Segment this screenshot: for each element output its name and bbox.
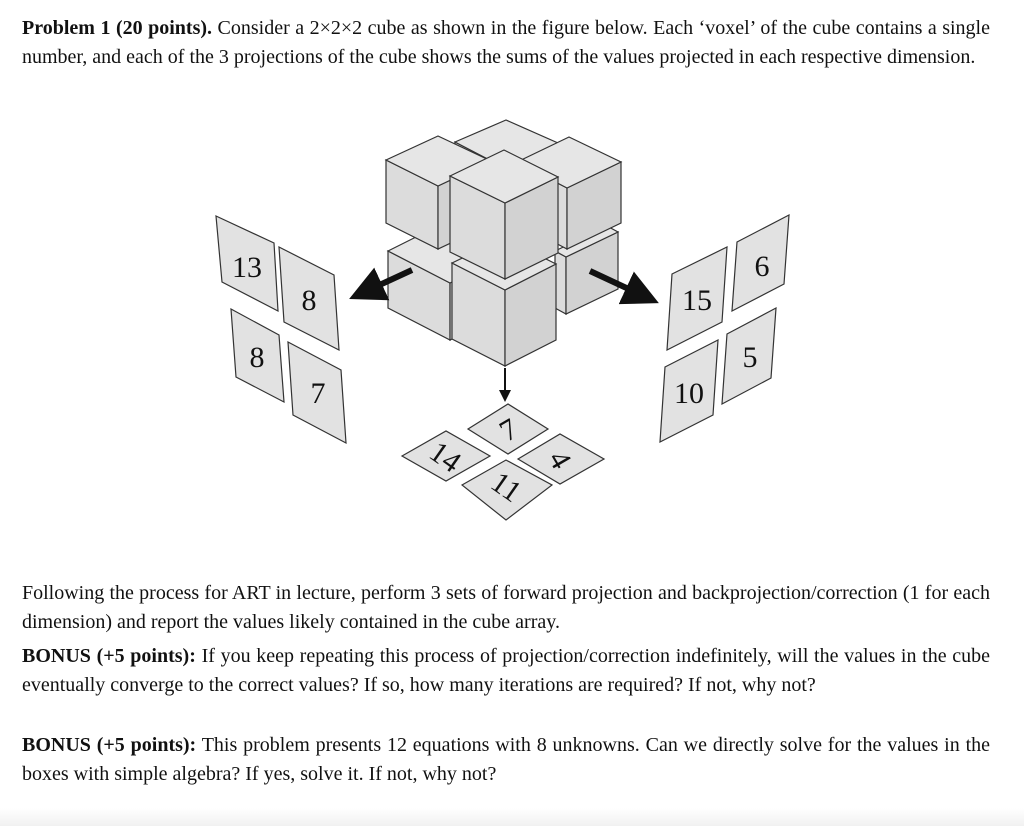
left-tile-8-bottom: 8: [230, 307, 285, 404]
svg-text:13: 13: [232, 251, 262, 284]
right-arrow: [588, 268, 659, 305]
bottom-tile-14: 14: [400, 430, 492, 482]
left-arrow: [349, 267, 414, 301]
right-tile-5: 5: [721, 306, 777, 406]
bonus-2-label: BONUS (+5 points):: [22, 734, 197, 756]
problem-intro: Consider a 2×2×2 cube as shown in the fi…: [22, 17, 990, 68]
bonus-2-text: This problem presents 12 equations with …: [22, 734, 991, 785]
right-tile-10: 10: [659, 338, 719, 444]
svg-text:6: 6: [755, 250, 770, 283]
left-projection: 13 8 8 7: [215, 215, 347, 445]
right-tile-6: 6: [731, 213, 790, 313]
bottom-tile-4: 4: [516, 433, 606, 485]
cube-figure: 13 8 8 7 15 6 10 5: [215, 119, 790, 521]
right-tile-15: 15: [666, 246, 728, 352]
page-bottom-edge: [0, 808, 1024, 826]
bonus-question-2: BONUS (+5 points): This problem presents…: [22, 731, 990, 788]
bonus-1-text: If you keep repeating this process of pr…: [22, 645, 991, 696]
problem-heading: Problem 1 (20 points).: [22, 17, 213, 39]
left-tile-13: 13: [215, 215, 279, 313]
right-projection: 15 6 10 5: [659, 213, 790, 444]
problem-statement: Problem 1 (20 points). Consider a 2×2×2 …: [22, 14, 990, 71]
voxel-top-front: [448, 149, 560, 280]
svg-text:5: 5: [743, 341, 758, 374]
svg-text:8: 8: [302, 284, 317, 317]
bonus-question-1: BONUS (+5 points): If you keep repeating…: [22, 642, 990, 699]
svg-text:8: 8: [250, 341, 265, 374]
instructions-text: Following the process for ART in lecture…: [22, 582, 990, 633]
bottom-tile-7: 7: [466, 403, 550, 455]
bottom-tile-11: 11: [460, 459, 554, 521]
svg-text:7: 7: [311, 377, 326, 410]
svg-text:10: 10: [674, 377, 704, 410]
bottom-projection: 7 4 14 11: [400, 403, 606, 521]
bonus-1-label: BONUS (+5 points):: [22, 645, 196, 667]
svg-text:15: 15: [682, 284, 712, 317]
left-tile-7: 7: [287, 340, 347, 445]
left-tile-8-top: 8: [278, 245, 340, 352]
